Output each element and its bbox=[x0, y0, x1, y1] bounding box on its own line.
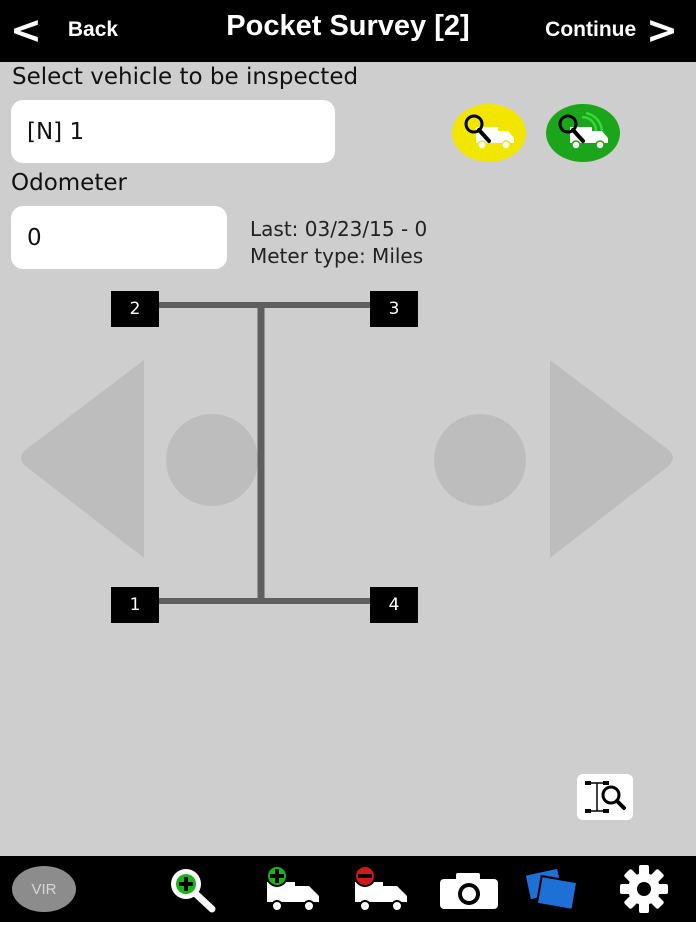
wheel-position-4[interactable]: 4 bbox=[370, 587, 418, 623]
diagram-search-icon bbox=[585, 781, 626, 813]
vehicle-field[interactable]: [N] 1 bbox=[11, 100, 335, 163]
chevron-left-icon: < bbox=[10, 8, 42, 52]
odometer-field[interactable]: 0 bbox=[11, 206, 227, 269]
left-circle-icon bbox=[166, 414, 258, 506]
wheel-position-2[interactable]: 2 bbox=[111, 291, 159, 327]
add-vehicle-button[interactable] bbox=[258, 856, 330, 922]
cards-button[interactable] bbox=[516, 856, 588, 922]
camera-button[interactable] bbox=[434, 856, 504, 922]
remove-vehicle-icon bbox=[354, 865, 407, 912]
camera-icon bbox=[440, 873, 498, 909]
gear-icon bbox=[620, 865, 668, 913]
back-label: Back bbox=[67, 18, 119, 41]
diagram-zoom-button[interactable] bbox=[577, 774, 633, 820]
cards-icon bbox=[523, 866, 579, 912]
vir-button[interactable]: VIR bbox=[10, 856, 78, 922]
vehicle-label: Select vehicle to be inspected bbox=[12, 64, 359, 90]
left-arrow-icon bbox=[21, 360, 144, 558]
odometer-label: Odometer bbox=[11, 170, 127, 196]
wheel-position-1[interactable]: 1 bbox=[111, 587, 159, 623]
axle-diagram bbox=[21, 302, 673, 604]
wheel-position-3[interactable]: 3 bbox=[370, 291, 418, 327]
truck-search-icon bbox=[464, 114, 514, 150]
continue-button[interactable]: Continue > bbox=[545, 8, 678, 52]
right-circle-icon bbox=[434, 414, 526, 506]
vir-label: VIR bbox=[12, 866, 76, 912]
back-button[interactable]: < Back bbox=[10, 8, 118, 52]
continue-label: Continue bbox=[545, 18, 637, 41]
odometer-last: Last: 03/23/15 - 0 bbox=[250, 217, 428, 241]
zoom-in-button[interactable] bbox=[160, 856, 224, 922]
settings-button[interactable] bbox=[612, 856, 676, 922]
truck-search-wireless-icon bbox=[558, 111, 608, 150]
bottom-toolbar: VIR bbox=[0, 856, 696, 922]
chevron-right-icon: > bbox=[646, 8, 678, 52]
search-vehicle-wireless-button[interactable] bbox=[546, 104, 620, 162]
add-vehicle-icon bbox=[266, 865, 319, 912]
right-arrow-icon bbox=[550, 360, 673, 558]
odometer-info: Last: 03/23/15 - 0 Meter type: Miles bbox=[250, 216, 427, 270]
remove-vehicle-button[interactable] bbox=[346, 856, 418, 922]
zoom-in-icon bbox=[171, 869, 216, 913]
header-bar: < Back Pocket Survey [2] Continue > bbox=[0, 0, 696, 62]
search-vehicle-button[interactable] bbox=[452, 104, 526, 162]
meter-type: Meter type: Miles bbox=[250, 244, 424, 268]
